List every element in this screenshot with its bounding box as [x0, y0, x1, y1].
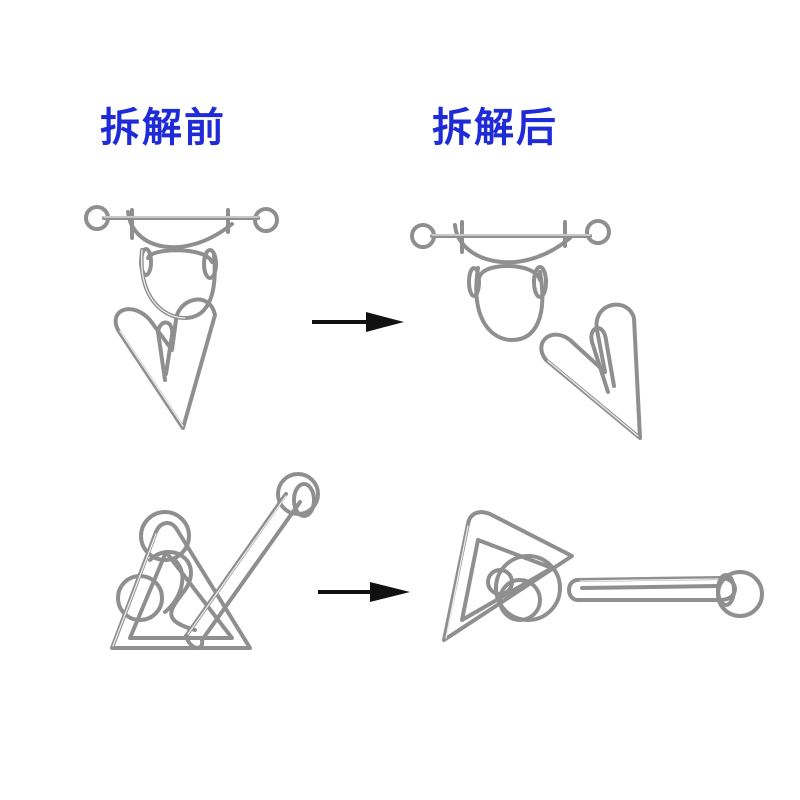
- label-before-disassembly: 拆解前: [100, 105, 226, 151]
- arrow-right-icon: [318, 582, 410, 602]
- puzzle-1-disassembled: [410, 219, 642, 440]
- arrow-right-icon: [312, 312, 404, 332]
- label-after-disassembly: 拆解后: [432, 105, 558, 151]
- puzzle-2-disassembled: [442, 510, 764, 642]
- puzzle-2-assembled: [110, 472, 320, 650]
- puzzle-1-assembled: [84, 205, 279, 430]
